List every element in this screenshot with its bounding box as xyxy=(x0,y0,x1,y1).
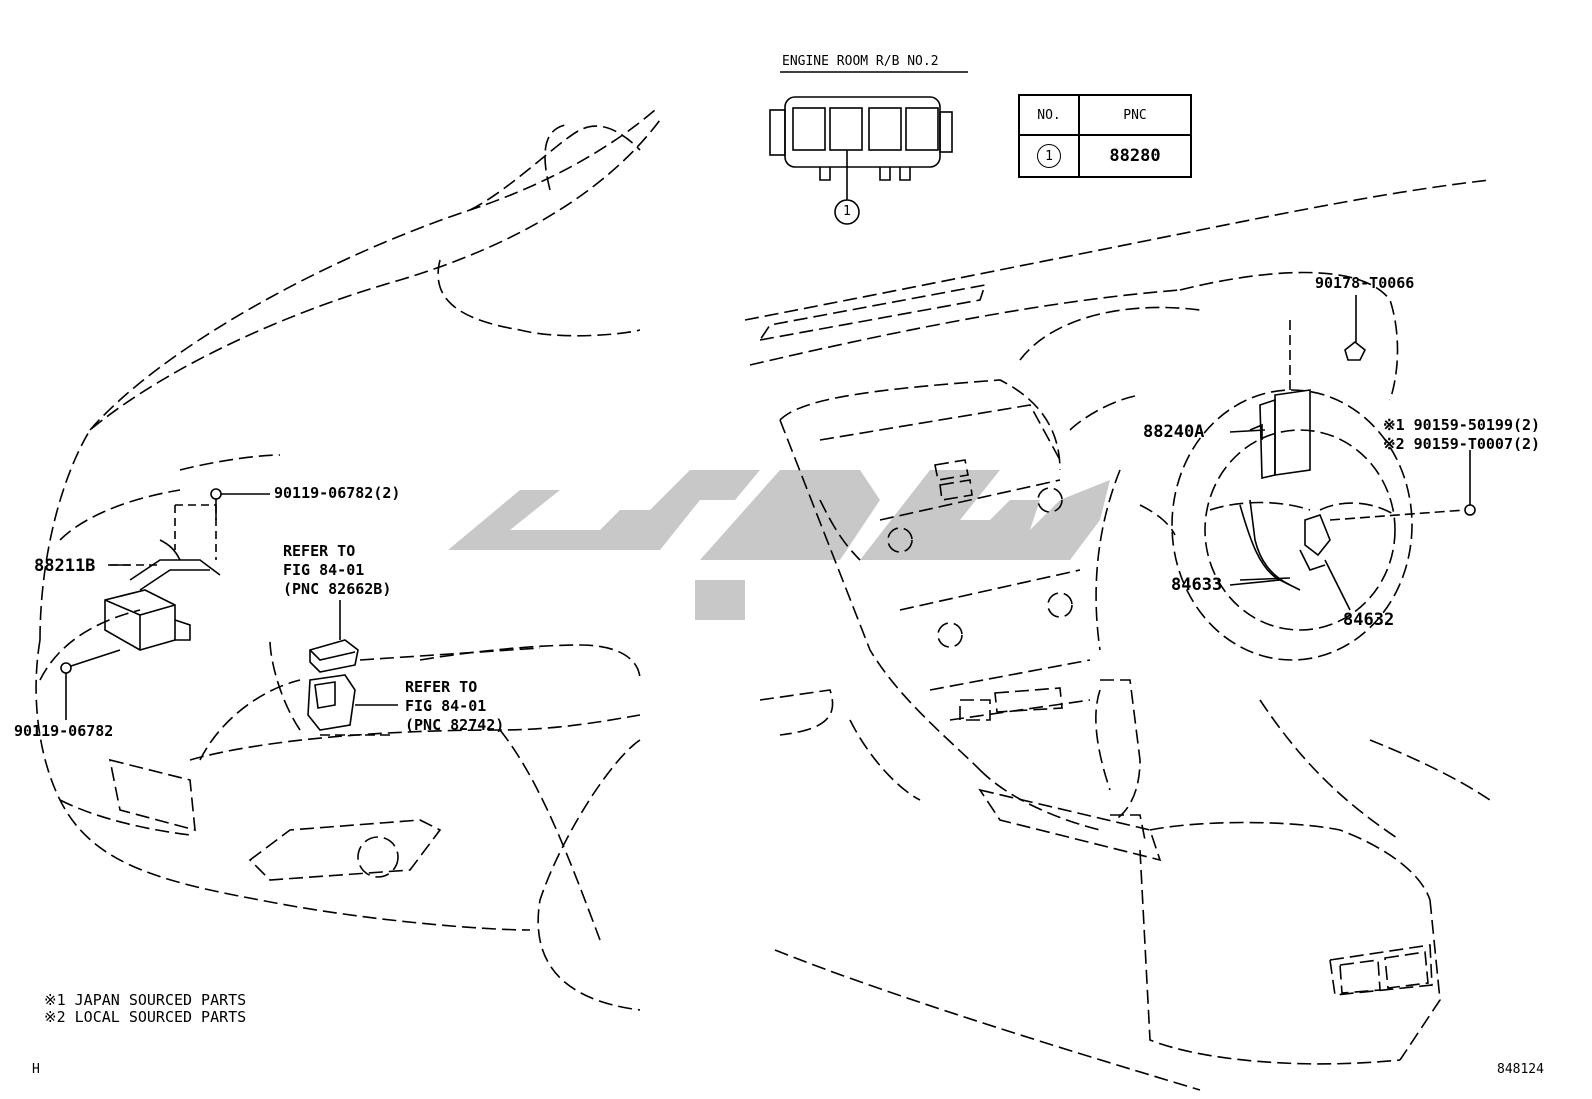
refer-note-2-line1: REFER TO xyxy=(405,678,478,696)
connector-callout-number: 1 xyxy=(843,204,851,219)
dashboard-outline xyxy=(744,179,1491,1091)
table-header-pnc: PNC xyxy=(1123,107,1147,123)
fuse-cover-drawing xyxy=(309,600,359,673)
callout-screw-local: ※2 90159-T0007(2) xyxy=(1383,435,1541,453)
refer-note-2-line2: FIG 84-01 xyxy=(405,697,487,715)
connector-title: ENGINE ROOM R/B NO.2 xyxy=(782,54,939,69)
table-header-row: NO. PNC xyxy=(1020,96,1190,136)
note-local-sourced: ※2 LOCAL SOURCED PARTS xyxy=(44,1008,247,1026)
fuse-block-drawing xyxy=(307,674,398,736)
footer-figure-number: 848124 xyxy=(1497,1062,1544,1077)
switch-harness-drawing xyxy=(1239,499,1331,591)
steering-ecu-drawing xyxy=(1249,389,1311,479)
bolt-top-drawing xyxy=(210,488,270,520)
pnc-table: NO. PNC 1 88280 xyxy=(1018,94,1192,178)
table-cell-no: 1 xyxy=(1020,136,1080,176)
table-cell-no-circle: 1 xyxy=(1037,144,1061,168)
callout-ecu-88240A: 88240A xyxy=(1143,422,1205,442)
callout-nut: 90178-T0066 xyxy=(1315,274,1415,292)
relay-88211B-drawing xyxy=(104,539,221,651)
watermark-logo xyxy=(448,470,1110,620)
ecu-leader xyxy=(1229,429,1266,433)
callout-bolt-bottom: 90119-06782 xyxy=(14,722,114,740)
refer-note-1-line3: (PNC 82662B) xyxy=(283,580,392,598)
switch-left-leader xyxy=(1229,579,1281,586)
car-front-outline xyxy=(35,109,661,1011)
note-japan-sourced: ※1 JAPAN SOURCED PARTS xyxy=(44,991,247,1009)
bolt-bottom-drawing xyxy=(60,649,121,720)
table-header-no: NO. xyxy=(1020,96,1080,134)
refer-note-2-line3: (PNC 82742) xyxy=(405,716,505,734)
table-row: 1 88280 xyxy=(1020,136,1190,176)
relay-guide-lines xyxy=(110,504,217,566)
footer-left-code: H xyxy=(32,1062,40,1077)
screw-drawing xyxy=(1329,450,1476,521)
refer-note-1-line2: FIG 84-01 xyxy=(283,561,365,579)
switch-right-leader xyxy=(1324,559,1351,611)
refer-note-1-line1: REFER TO xyxy=(283,542,356,560)
callout-switch-84633: 84633 xyxy=(1171,575,1223,595)
connector-drawing xyxy=(769,96,953,225)
callout-switch-84632: 84632 xyxy=(1343,610,1395,630)
steering-wheel-drawing xyxy=(1139,389,1413,661)
table-cell-pnc: 88280 xyxy=(1109,146,1161,166)
nut-drawing xyxy=(1289,295,1367,390)
callout-relay-88211B: 88211B xyxy=(34,556,96,576)
callout-screw-japan: ※1 90159-50199(2) xyxy=(1383,416,1541,434)
callout-bolt-top: 90119-06782(2) xyxy=(274,484,401,502)
